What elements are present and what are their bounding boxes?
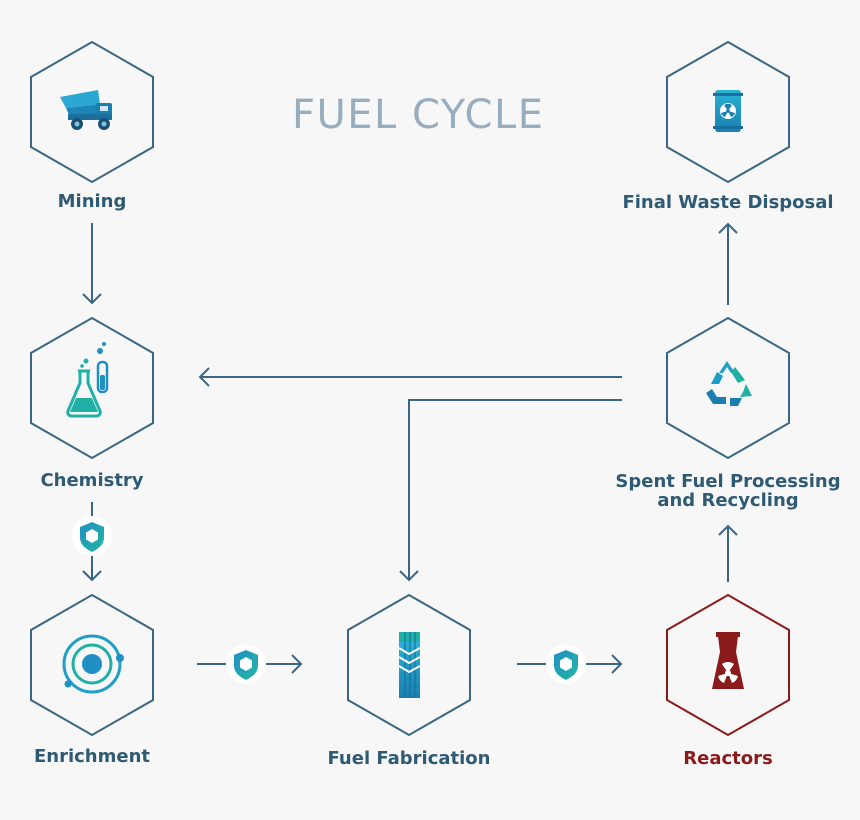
recycle-icon: [706, 361, 752, 406]
reactor-icon: [712, 632, 744, 689]
processing-label-line2: and Recycling: [657, 490, 798, 511]
arrow-processing-to-disposal: [718, 222, 738, 305]
diagram-title: FUEL CYCLE: [292, 92, 545, 138]
arrow-chemistry-to-enrichment: [82, 502, 102, 582]
reactors-label: Reactors: [683, 748, 772, 769]
disposal-hex: [666, 40, 790, 184]
mining-truck-icon: [60, 90, 112, 130]
arrow-fabrication-to-reactors: [517, 654, 623, 674]
safeguard-shield-icon: [226, 644, 266, 684]
atom-icon: [62, 634, 124, 694]
fabrication-label: Fuel Fabrication: [328, 748, 491, 769]
waste-barrel-icon: [713, 90, 743, 132]
chemistry-hex: [30, 316, 154, 460]
arrow-mining-to-chemistry: [82, 223, 102, 305]
fuel-assembly-icon: [398, 632, 421, 698]
chemistry-label: Chemistry: [40, 470, 143, 491]
safeguard-shield-icon: [72, 516, 112, 556]
enrichment-hex: [30, 593, 154, 737]
arrow-processing-to-chemistry: [198, 367, 622, 387]
arrow-enrichment-to-fabrication: [197, 654, 303, 674]
arrow-processing-to-fabrication: [399, 399, 622, 582]
processing-hex: [666, 316, 790, 460]
mining-label: Mining: [58, 191, 127, 212]
processing-label-line1: Spent Fuel Processing: [615, 471, 840, 492]
reactors-hex: [666, 593, 790, 737]
arrow-reactors-to-processing: [718, 524, 738, 582]
safeguard-shield-icon: [546, 644, 586, 684]
disposal-label: Final Waste Disposal: [622, 192, 833, 213]
flask-icon: [66, 342, 109, 418]
fabrication-hex: [347, 593, 471, 737]
enrichment-label: Enrichment: [34, 746, 150, 767]
mining-hex: [30, 40, 154, 184]
